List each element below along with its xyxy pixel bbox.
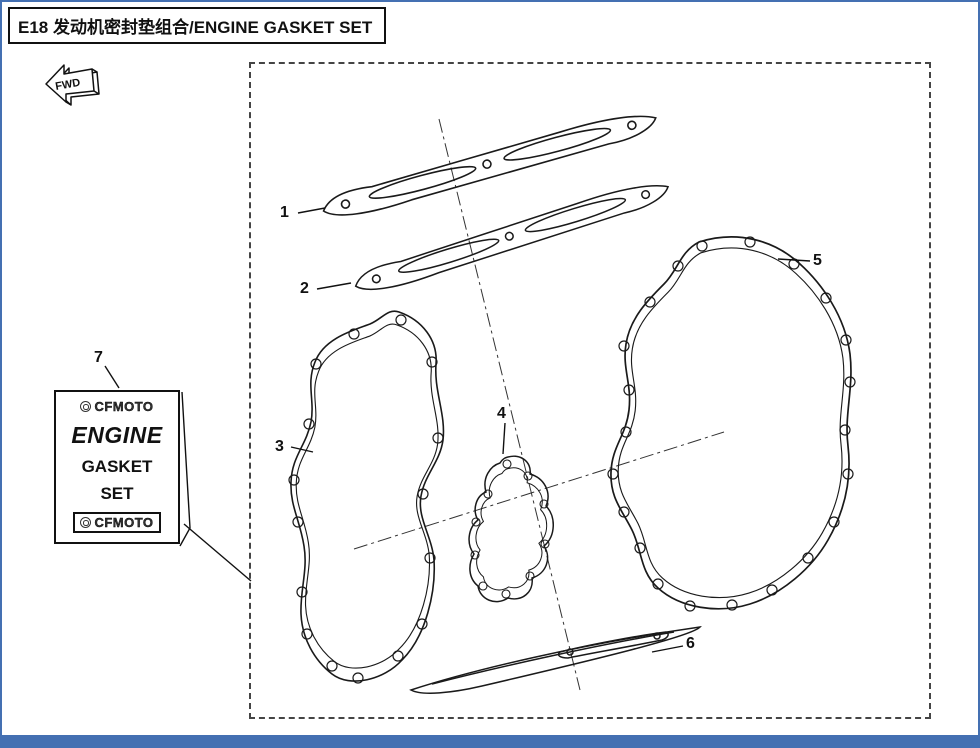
gasket-part-6 [409, 625, 702, 694]
cfmoto-logo-top-text: CFMOTO [94, 399, 154, 414]
fwd-arrow-icon: FWD [45, 64, 100, 106]
gasket-set-label-card: CFMOTO ENGINE GASKET SET CFMOTO [54, 390, 180, 544]
title-box: E18 发动机密封垫组合/ENGINE GASKET SET [8, 7, 387, 44]
cfmoto-logo-bottom: CFMOTO [73, 512, 161, 533]
cfmoto-logo-bottom-text: CFMOTO [94, 515, 154, 530]
gasket-part-5 [607, 236, 856, 612]
page-title: E18 发动机密封垫组合/ENGINE GASKET SET [18, 18, 373, 37]
part-number-7: 7 [94, 349, 103, 366]
part-number-5: 5 [813, 252, 822, 269]
part-number-4: 4 [497, 405, 506, 422]
cfmoto-gear-icon-bottom [80, 517, 92, 528]
cfmoto-gear-icon [80, 401, 92, 412]
part-number-3: 3 [275, 438, 284, 455]
gasket-part-4 [468, 455, 554, 603]
part-number-6: 6 [686, 635, 695, 652]
cfmoto-logo-top: CFMOTO [80, 399, 153, 414]
fwd-arrow-label: FWD [54, 77, 81, 93]
leader-lines [104, 207, 811, 653]
part-number-1: 1 [280, 204, 289, 221]
part-number-2: 2 [300, 280, 309, 297]
label-engine-text: ENGINE [71, 421, 163, 448]
label-set-text: SET [100, 484, 134, 504]
gasket-part-3 [288, 310, 445, 684]
diagram-area-boundary [249, 62, 931, 719]
bottom-accent-bar [2, 735, 978, 746]
label-gasket-text: GASKET [81, 456, 153, 476]
